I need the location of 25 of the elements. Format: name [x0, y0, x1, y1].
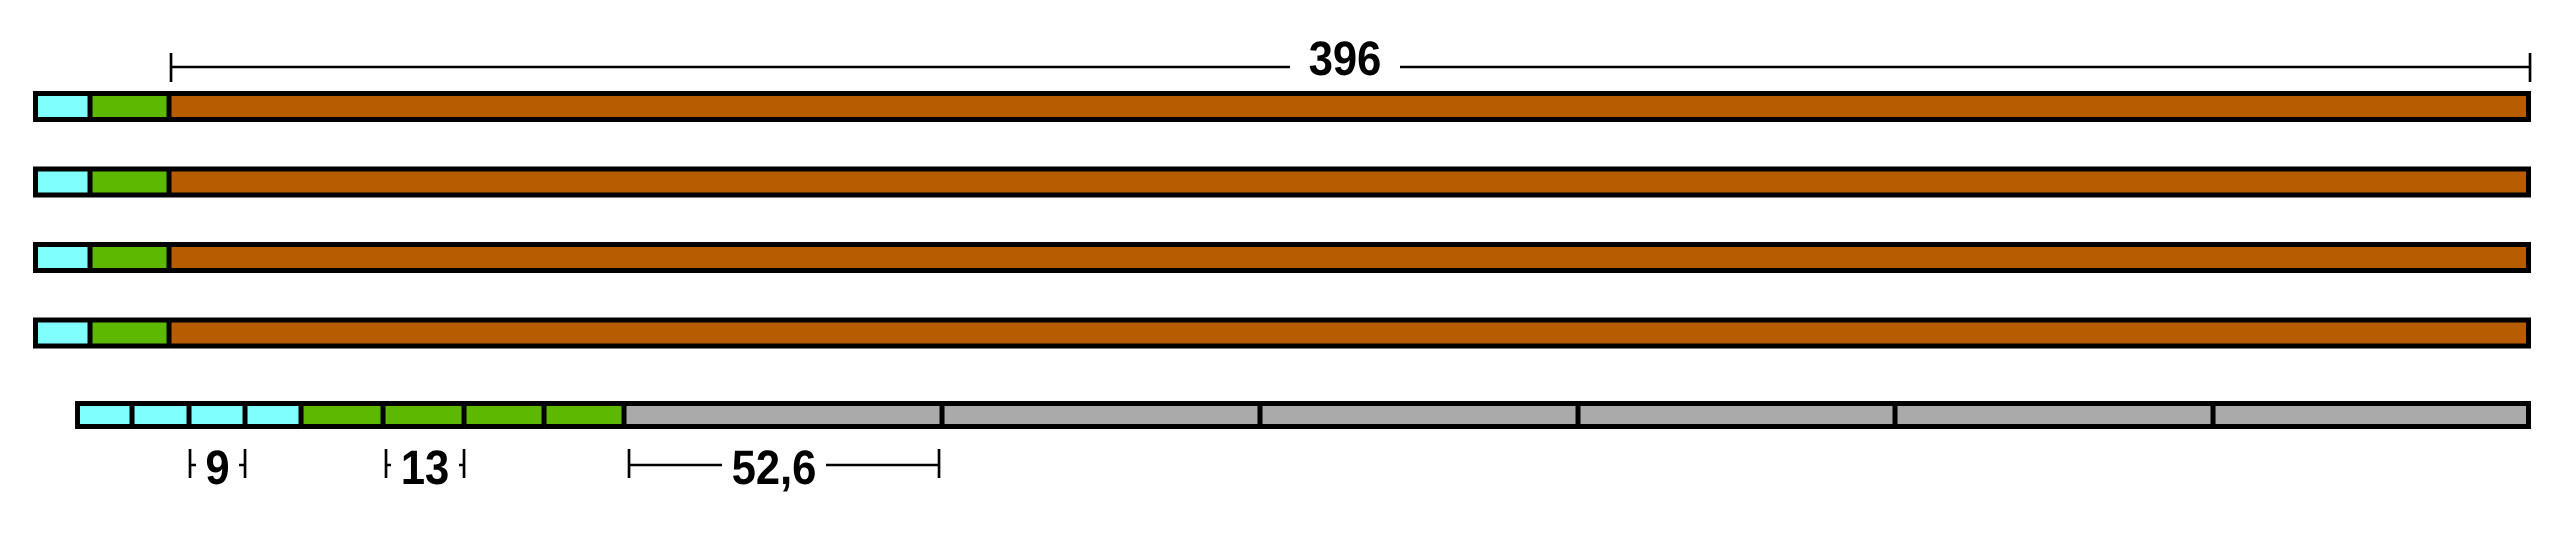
bar-segment [33, 317, 90, 349]
bar-segment [301, 401, 384, 429]
bar-segment [1895, 401, 2213, 429]
bar-segment [33, 242, 90, 273]
bar-segment [2213, 401, 2531, 429]
dimension-label: 9 [206, 450, 228, 485]
bar-segment [1578, 401, 1895, 429]
bar-segment [189, 401, 246, 429]
dimension-label: 52,6 [733, 450, 815, 492]
bar-segment [383, 401, 465, 429]
bar-segment [90, 91, 170, 122]
bar-segment [90, 317, 170, 349]
bar-segment [90, 166, 170, 198]
bar-segment [33, 166, 90, 198]
bar-segment [132, 401, 189, 429]
bar-segment [33, 91, 90, 122]
bar-segment [1260, 401, 1578, 429]
bar-segment [90, 242, 170, 273]
bar-segment [75, 401, 133, 429]
dimension-label: 13 [403, 450, 448, 485]
bar-segment [245, 401, 302, 429]
bar-segment [544, 401, 625, 429]
bar-segment [464, 401, 545, 429]
bar-segment [942, 401, 1260, 429]
dimension-label: 396 [1309, 41, 1380, 76]
